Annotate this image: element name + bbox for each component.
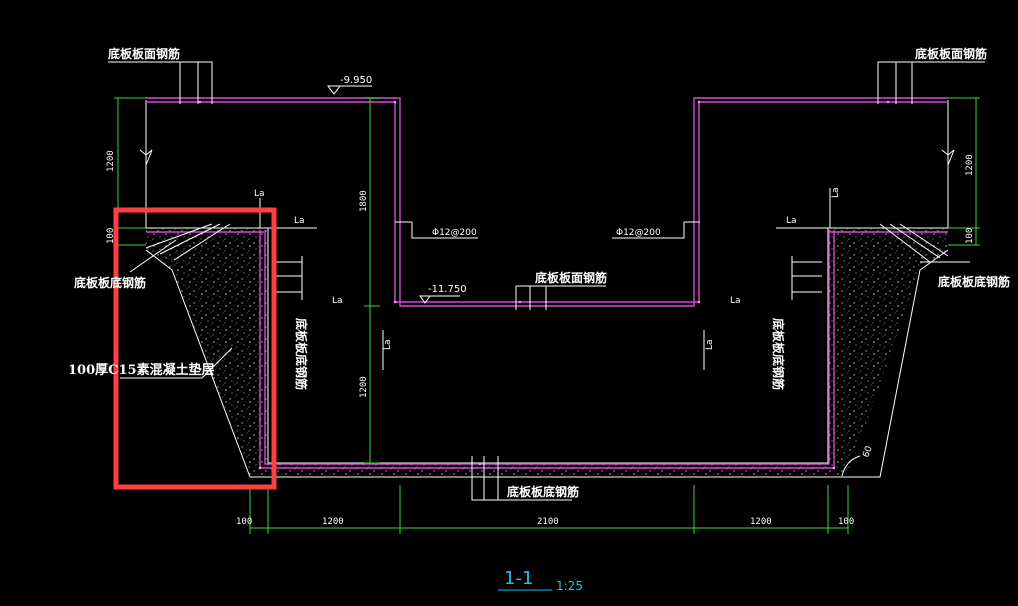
section-scale: 1:25 xyxy=(556,579,583,593)
rebar-dots xyxy=(198,100,890,470)
top-rebar-left-label: 底板板面钢筋 xyxy=(108,46,180,61)
la-label: La xyxy=(831,187,841,198)
dim-bottom: 100 xyxy=(838,517,854,527)
dim-bottom: 1200 xyxy=(750,517,772,527)
dim-right-100: 100 xyxy=(965,228,975,244)
highlight-box xyxy=(113,207,277,490)
bottom-center-rebar-label: 底板板底钢筋 xyxy=(507,484,579,499)
angle-label: 60 xyxy=(861,445,874,459)
la-label: La xyxy=(254,189,265,199)
dim-right-1200: 1200 xyxy=(965,154,975,176)
la-label: La xyxy=(730,296,741,306)
dim-bottom: 2100 xyxy=(537,517,559,527)
dim-left-100: 100 xyxy=(106,228,116,244)
concrete-outline xyxy=(139,100,955,478)
dim-left-1200: 1200 xyxy=(106,150,116,172)
dimension-lines xyxy=(114,97,980,534)
dim-bottom: 1200 xyxy=(322,517,344,527)
rebar xyxy=(146,97,948,469)
bottom-rebar-left-label: 底板板底钢筋 xyxy=(74,275,146,290)
dim-bottom: 100 xyxy=(236,517,252,527)
wall-rebar-left-label: 底板板底钢筋 xyxy=(294,318,309,390)
section-title: 1-1 xyxy=(504,568,533,589)
la-label: La xyxy=(383,339,393,350)
cushion-layer-fill xyxy=(146,228,948,477)
la-label: La xyxy=(332,296,343,306)
bar-spec-left: Φ12@200 xyxy=(432,228,477,238)
elevation-top: -9.950 xyxy=(340,75,372,86)
center-top-rebar-label: 底板板面钢筋 xyxy=(535,270,607,285)
la-label: La xyxy=(294,216,305,226)
leaders xyxy=(108,61,985,501)
cushion-layer-label: 100厚C15素混凝土垫层 xyxy=(68,362,215,378)
bottom-rebar-right-label: 底板板底钢筋 xyxy=(938,274,1010,289)
wall-rebar-right-label: 底板板底钢筋 xyxy=(771,318,786,390)
la-label: La xyxy=(786,216,797,226)
top-rebar-right-label: 底板板面钢筋 xyxy=(915,46,987,61)
dim-mid-1800: 1800 xyxy=(359,190,369,212)
elevation-bottom: -11.750 xyxy=(428,284,467,295)
la-label: La xyxy=(705,339,715,350)
bar-spec-right: Φ12@200 xyxy=(616,228,661,238)
dim-mid-1200: 1200 xyxy=(359,376,369,398)
